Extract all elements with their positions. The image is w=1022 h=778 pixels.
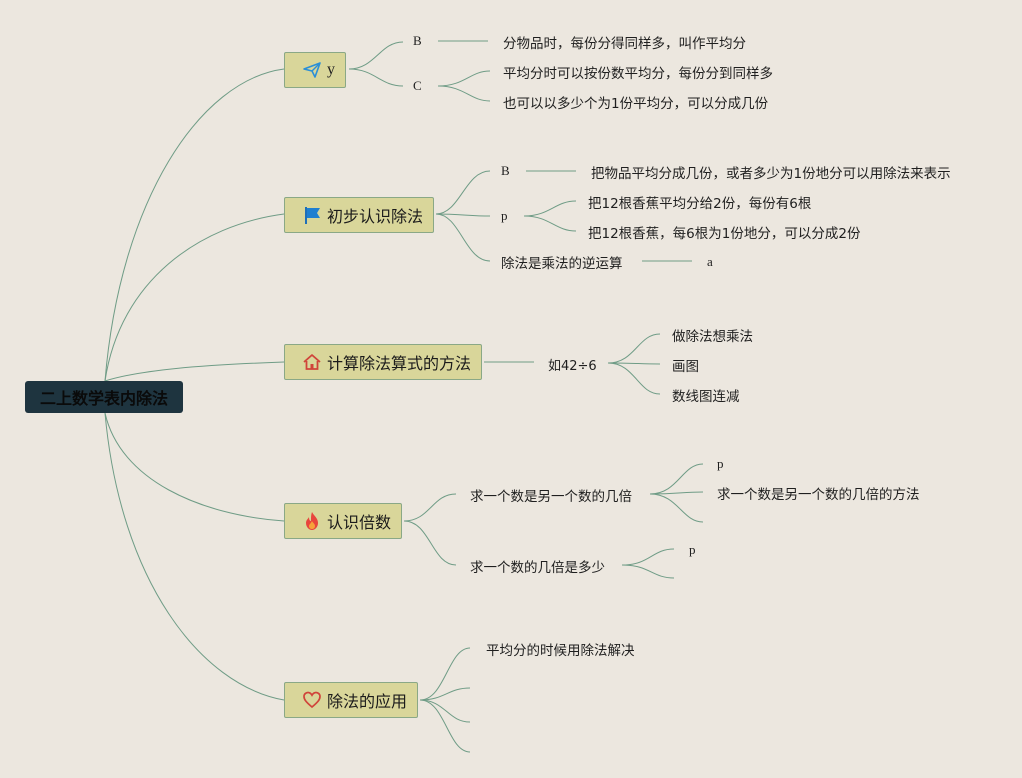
branch-node-applications[interactable]: 除法的应用 — [284, 682, 419, 718]
root-node[interactable]: 二上数学表内除法 — [25, 381, 183, 413]
branch-label: 除法的应用 — [327, 692, 408, 711]
leaf-text[interactable]: 把12根香蕉，每6根为1份地分，可以分成2份 — [588, 226, 861, 242]
branch-label: 认识倍数 — [327, 513, 392, 532]
branch-label: 计算除法算式的方法 — [327, 354, 472, 373]
topic-inverse-operation[interactable]: 除法是乘法的逆运算 — [501, 256, 623, 272]
leaf-text[interactable]: 分物品时，每份分得同样多，叫作平均分 — [503, 36, 746, 52]
leaf-text[interactable]: 数线图连减 — [672, 389, 740, 405]
leaf-text[interactable]: 把物品平均分成几份，或者多少为1份地分可以用除法来表示 — [591, 166, 951, 182]
root-label: 二上数学表内除法 — [39, 389, 168, 408]
branch-label: 初步认识除法 — [327, 207, 424, 226]
leaf-text[interactable]: 求一个数是另一个数的几倍的方法 — [717, 487, 920, 503]
leaf-a[interactable]: a — [707, 254, 713, 269]
leaf-text[interactable]: 把12根香蕉平均分给2份，每份有6根 — [588, 196, 812, 212]
leaf-text[interactable]: 平均分的时候用除法解决 — [486, 643, 635, 659]
house-icon — [301, 351, 323, 373]
leaf-text[interactable]: 画图 — [672, 359, 699, 375]
branch-node-intro-division[interactable]: 初步认识除法 — [284, 197, 435, 233]
branch-label: y — [327, 61, 335, 78]
leaf-text[interactable]: 做除法想乘法 — [672, 329, 753, 345]
topic-b[interactable]: B — [413, 33, 422, 48]
paper-plane-icon — [301, 59, 323, 81]
branch-node-calc-methods[interactable]: 计算除法算式的方法 — [284, 344, 483, 380]
branch-node-y[interactable]: y — [284, 52, 346, 88]
leaf-text[interactable]: 也可以以多少个为1份平均分，可以分成几份 — [503, 96, 769, 112]
topic-p[interactable]: p — [501, 208, 508, 223]
topic-c[interactable]: C — [413, 78, 422, 93]
leaf-p[interactable]: p — [717, 456, 724, 471]
topic-b[interactable]: B — [501, 163, 510, 178]
fire-icon — [301, 510, 323, 532]
topic-example[interactable]: 如42÷6 — [548, 359, 597, 374]
leaf-p[interactable]: p — [689, 542, 696, 557]
topic-times-of-another[interactable]: 求一个数是另一个数的几倍 — [470, 489, 632, 505]
topic-multiple-of-number[interactable]: 求一个数的几倍是多少 — [470, 560, 605, 576]
heart-icon — [301, 689, 323, 711]
branch-node-multiples[interactable]: 认识倍数 — [284, 503, 403, 539]
blue-flag-icon — [301, 204, 323, 226]
leaf-text[interactable]: 平均分时可以按份数平均分，每份分到同样多 — [503, 66, 773, 82]
